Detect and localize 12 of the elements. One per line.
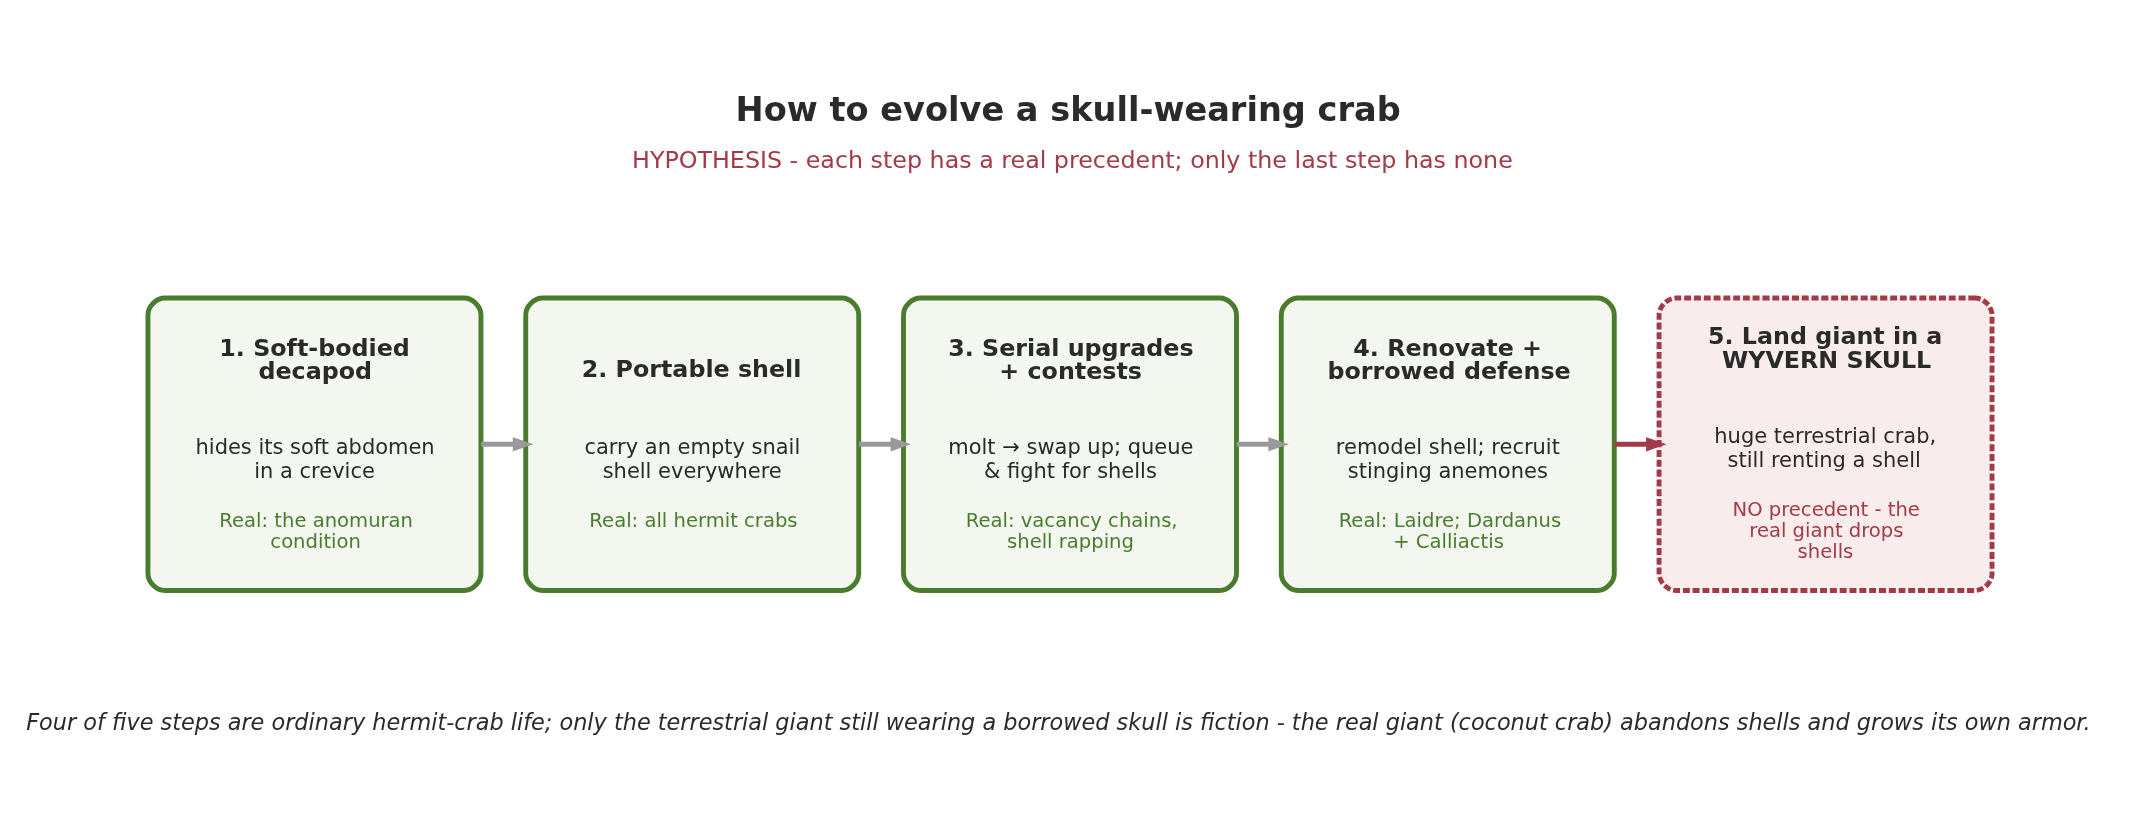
node-box: 3. Serial upgrades + contests molt → swap up; queue & fight for shells Real: vacancy chains, shell rapping: [901, 295, 1239, 593]
node-box: 5. Land giant in a WYVERN SKULL huge terrestrial crab, still renting a shell NO precedent - the real giant drops shells: [1656, 295, 1995, 593]
node-box: 4. Renovate + borrowed defense remodel shell; recruit stinging anemones Real: Laidre; Dardanus + Calliactis: [1278, 295, 1617, 593]
label: HYPOTHESIS - each step has a real precedent; only the last step has none: [632, 145, 1513, 174]
arrow: [1236, 436, 1289, 451]
caption: Four of five steps are ordinary hermit-crab life; only the terrestrial giant still wearing a borrowed skull is fiction - the real giant (coconut crab) abandons shells and grows its own armor.: [26, 708, 2091, 735]
arrow: [859, 436, 911, 451]
node-box: 2. Portable shell carry an empty snail shell everywhere Real: all hermit crabs: [523, 295, 862, 593]
arrow: [1614, 436, 1667, 451]
diagram-title: How to evolve a skull-wearing crab: [735, 89, 1401, 129]
arrow: [481, 436, 534, 451]
node-box: 1. Soft-bodied decapod hides its soft abdomen in a crevice Real: the anomuran condition: [145, 295, 484, 593]
